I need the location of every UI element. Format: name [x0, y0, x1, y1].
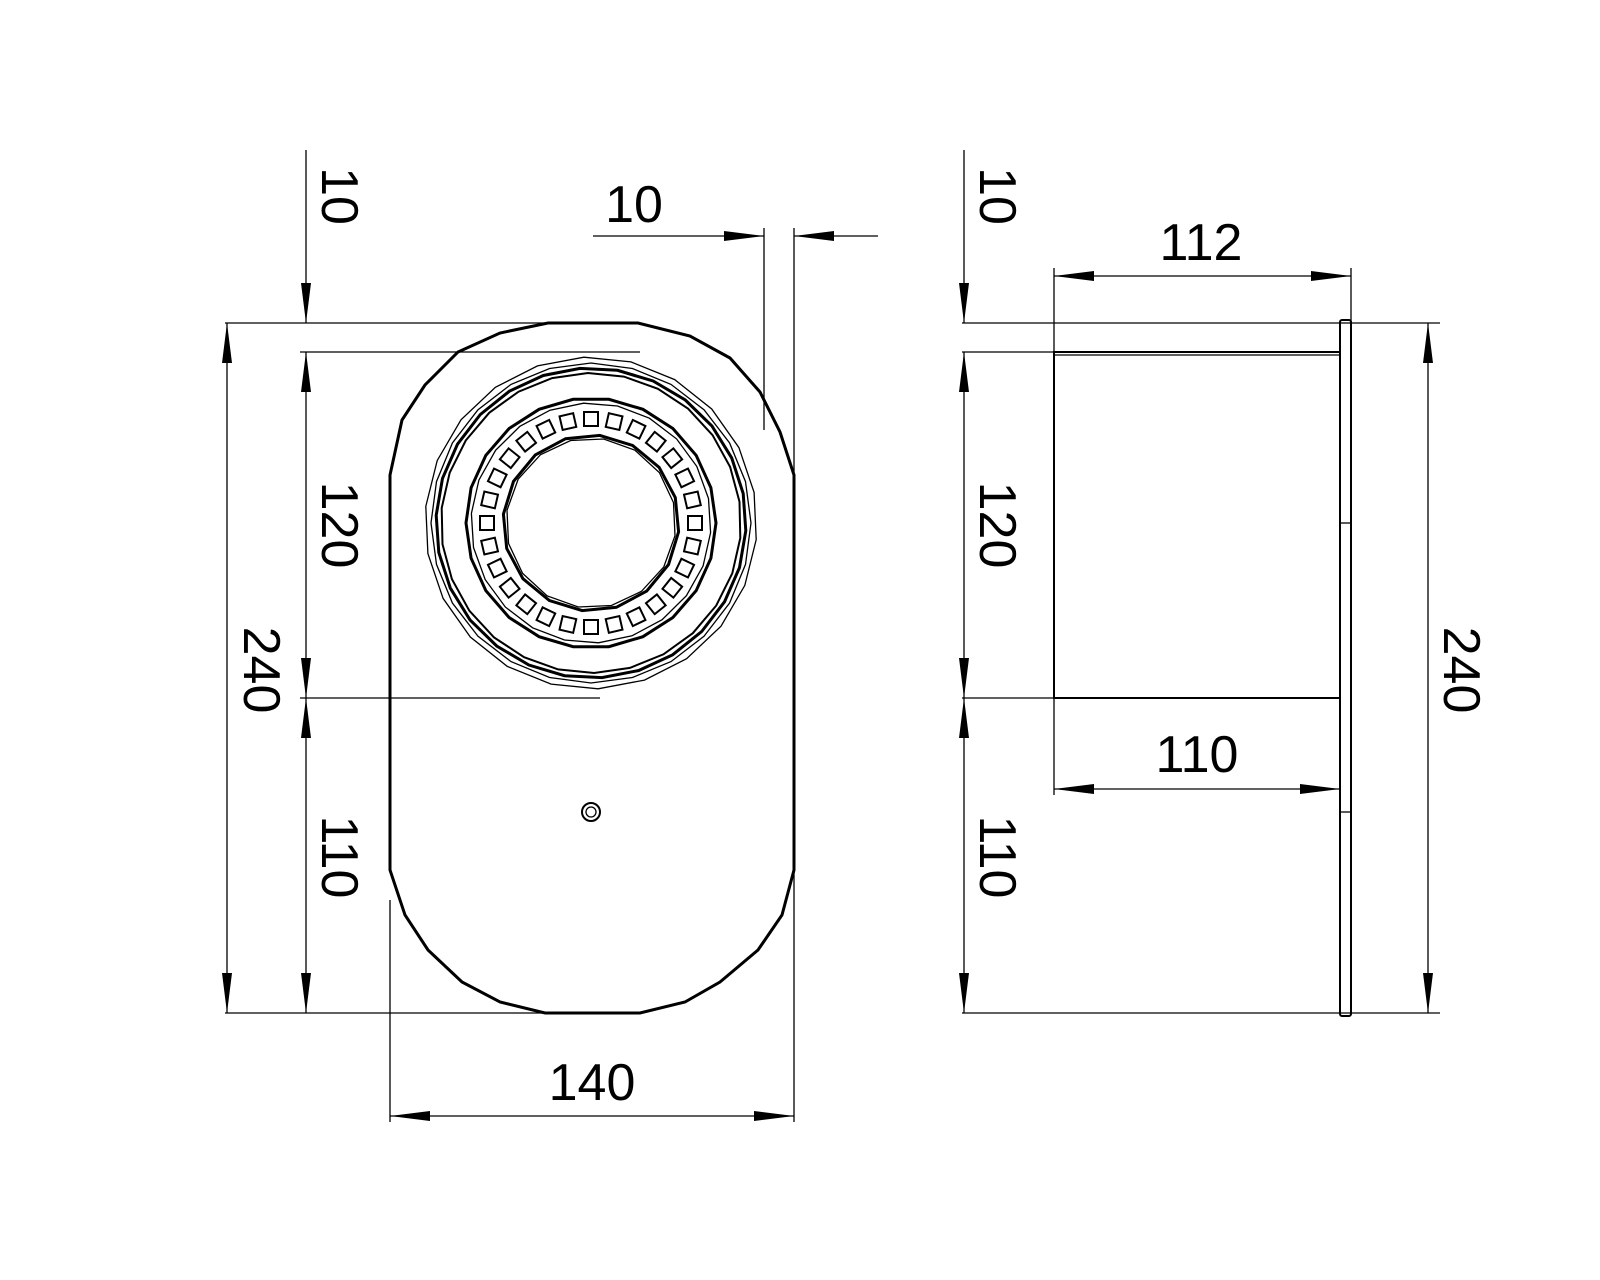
grate-slot [498, 576, 521, 600]
grate-slot [625, 418, 647, 440]
grate-slot-ring-outer [464, 397, 718, 649]
dim-text-top-offset: 10 [968, 167, 1026, 225]
grate-slot [682, 490, 702, 510]
grate-slot [644, 593, 668, 616]
drain-opening-inner [506, 438, 676, 608]
grate-slot [687, 515, 703, 531]
side-view: 10 120 110 240 112 110 [959, 150, 1490, 1017]
grate-slot [535, 606, 557, 628]
screw-hole-icon [581, 802, 601, 822]
grate-slot [486, 467, 508, 489]
grate-slot [661, 446, 684, 470]
grate-slot [604, 412, 624, 432]
grate-slot [644, 430, 668, 453]
grate-slot [661, 576, 684, 600]
grate-slot [674, 557, 696, 579]
dim-text-lower-height: 110 [310, 816, 368, 899]
drain-opening [501, 433, 681, 613]
mounting-plate-side [1339, 319, 1352, 1017]
dim-text-body-depth: 110 [1156, 726, 1239, 784]
dim-text-upper-height: 120 [968, 482, 1026, 569]
grate-slot [479, 515, 495, 531]
grate-slot [558, 412, 578, 432]
dim-text-total-height: 240 [1432, 627, 1490, 714]
drain-grate [425, 356, 757, 690]
grate-slot [480, 536, 500, 556]
dim-text-width: 140 [549, 1054, 636, 1112]
grate-ring-rim-inner [440, 371, 742, 675]
grate-slot [674, 467, 696, 489]
grate-slot [682, 536, 702, 556]
dim-text-flange: 10 [605, 176, 663, 234]
grate-slot [486, 557, 508, 579]
dim-text-top-offset: 10 [310, 167, 368, 225]
grate-slot-ring-outer-2 [470, 402, 712, 644]
grate-slot [604, 614, 624, 634]
dim-text-lower-height: 110 [968, 816, 1026, 899]
dim-text-total-height: 240 [232, 627, 290, 714]
front-view: 10 120 110 240 140 10 [222, 150, 878, 1122]
grate-slot [535, 418, 557, 440]
grate-slot [583, 619, 599, 635]
grate-ring-outer [425, 356, 757, 690]
drain-body-side [1053, 351, 1341, 699]
drain-body-outline [388, 321, 796, 1015]
grate-ring-rim [434, 366, 748, 680]
grate-slot [514, 430, 538, 453]
dim-text-overall-depth: 112 [1160, 214, 1243, 272]
grate-slot [558, 614, 578, 634]
grate-slot [498, 446, 521, 470]
grate-slot [514, 593, 538, 616]
grate-ring-outer-2 [430, 362, 752, 684]
grate-slot [583, 411, 599, 427]
dim-text-upper-height: 120 [310, 482, 368, 569]
screw-hole-inner [585, 806, 597, 818]
grate-slot [480, 490, 500, 510]
grate-slot [625, 606, 647, 628]
